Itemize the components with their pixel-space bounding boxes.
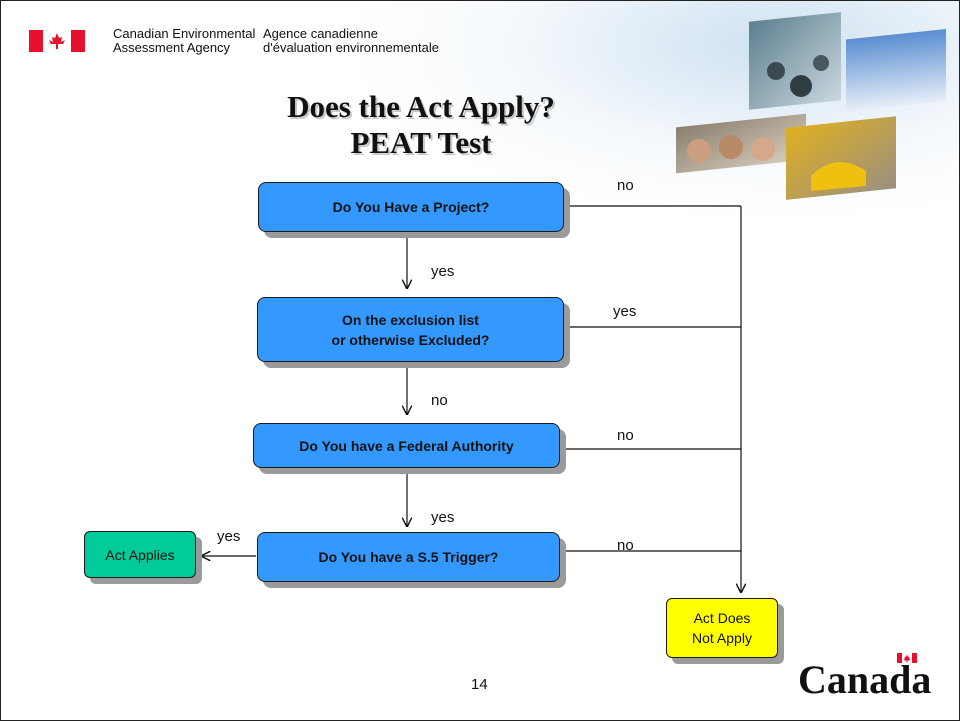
- page-number: 14: [471, 676, 488, 693]
- edge-label-q3-down: yes: [431, 509, 455, 526]
- agency-name-english: Canadian Environmental Assessment Agency: [113, 27, 255, 55]
- slide-title: Does the Act Apply? PEAT Test: [241, 89, 601, 161]
- edge-label-q2-right: yes: [613, 303, 637, 320]
- edge-label-q2-down: no: [431, 392, 448, 409]
- question-s5-trigger-label: Do You have a S.5 Trigger?: [318, 549, 499, 565]
- outcome-not-apply-line-2: Not Apply: [692, 630, 752, 646]
- agency-en-line-1: Canadian Environmental: [113, 26, 256, 41]
- edge-label-q4-right: no: [617, 537, 634, 554]
- question-federal-authority: Do You have a Federal Authority: [253, 423, 560, 468]
- title-line-1: Does the Act Apply?: [287, 89, 555, 124]
- question-excluded-line-1: On the exclusion list: [342, 311, 479, 328]
- edge-label-q3-right: no: [617, 427, 634, 444]
- question-s5-trigger: Do You have a S.5 Trigger?: [257, 532, 560, 582]
- title-line-2: PEAT Test: [350, 125, 492, 160]
- edge-label-q1-down: yes: [431, 263, 455, 280]
- canada-flag-icon: [29, 30, 85, 52]
- agency-fr-line-1: Agence canadienne: [263, 26, 378, 41]
- question-have-project: Do You Have a Project?: [258, 182, 564, 232]
- canada-wordmark: Canada: [798, 657, 932, 702]
- question-excluded: On the exclusion list or otherwise Exclu…: [257, 297, 564, 362]
- question-excluded-line-2: or otherwise Excluded?: [331, 331, 490, 348]
- edge-label-q4-left: yes: [217, 528, 241, 545]
- wordmark-flag-icon: [897, 653, 917, 663]
- question-federal-authority-label: Do You have a Federal Authority: [299, 437, 514, 454]
- outcome-not-apply-line-1: Act Does: [693, 610, 751, 626]
- photo-collage-image: [676, 12, 946, 200]
- outcome-act-does-not-apply: Act Does Not Apply: [666, 598, 778, 658]
- agency-fr-line-2: d'évaluation environnementale: [263, 40, 439, 55]
- outcome-act-applies: Act Applies: [84, 531, 196, 578]
- edge-label-q1-right: no: [617, 177, 634, 194]
- question-have-project-label: Do You Have a Project?: [332, 199, 490, 215]
- outcome-act-applies-label: Act Applies: [105, 546, 175, 563]
- agency-name-french: Agence canadienne d'évaluation environne…: [263, 27, 439, 55]
- agency-en-line-2: Assessment Agency: [113, 40, 231, 55]
